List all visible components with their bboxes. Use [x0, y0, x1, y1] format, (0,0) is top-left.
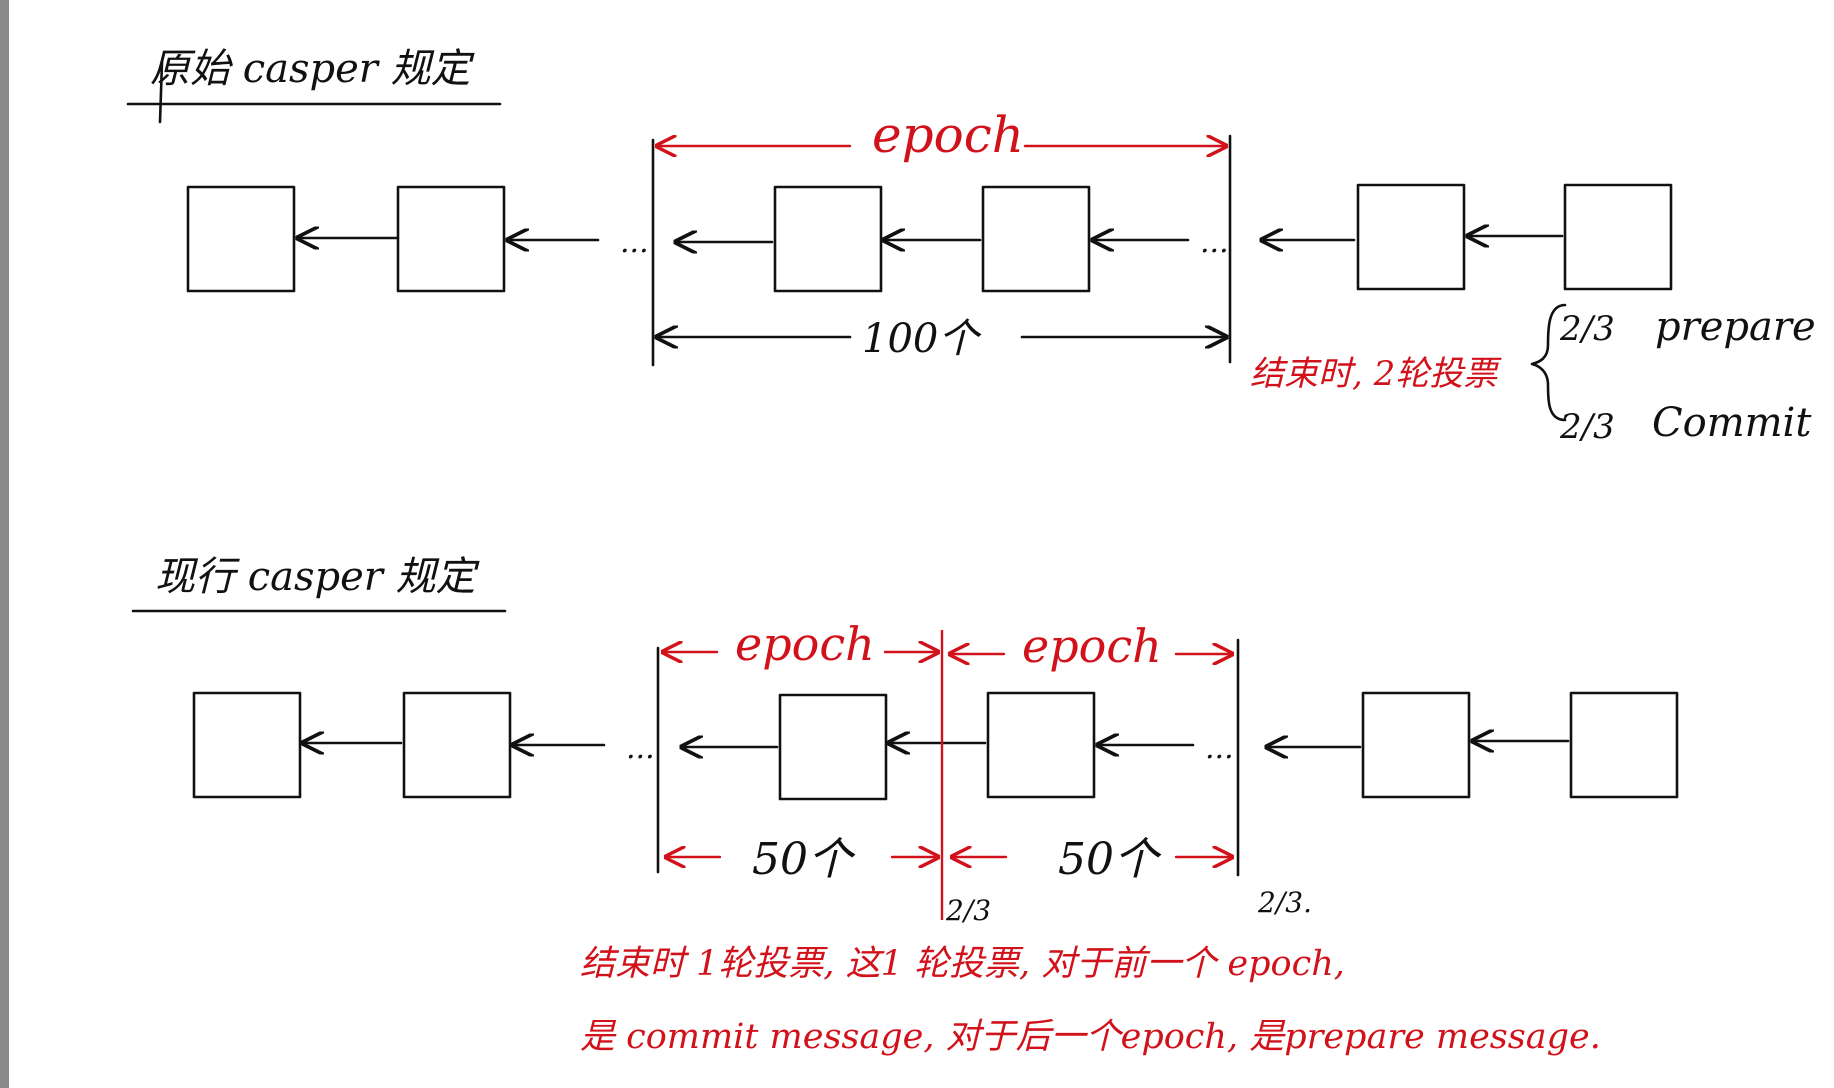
block [186, 185, 296, 293]
threshold-mark: 2/3 [945, 894, 991, 927]
block [1563, 183, 1673, 291]
block [1356, 183, 1466, 291]
chain-ellipsis: ... [626, 731, 655, 766]
current-casper-section: 现行 casper 规定 ... ... epoch epoch [131, 554, 1679, 1057]
block [773, 185, 883, 293]
chain-ellipsis: ... [1200, 225, 1229, 260]
original-title-tick [158, 60, 164, 124]
block [986, 691, 1096, 799]
epoch-label: epoch [735, 617, 875, 671]
span-label: 50个 [752, 834, 856, 885]
original-title: 原始 casper 规定 [150, 46, 475, 92]
vote-fraction: 2/3 [1559, 309, 1615, 349]
epoch-label: epoch [1022, 619, 1162, 673]
span-label: 50个 [1058, 834, 1162, 885]
block [402, 691, 512, 799]
chain-ellipsis: ... [1205, 731, 1234, 766]
original-casper-section: 原始 casper 规定 ... ... epoch 100个 结 [126, 46, 1816, 447]
block [778, 693, 888, 801]
vote-phase-label: Commit [1652, 400, 1812, 446]
vote-rounds-label: 结束时, 2轮投票 [1250, 354, 1502, 394]
vote-brace [1530, 303, 1567, 422]
vote-phase-label: prepare [1655, 304, 1816, 350]
span-label: 100个 [862, 316, 982, 362]
threshold-mark: 2/3. [1257, 886, 1312, 919]
block [192, 691, 302, 799]
block [1361, 691, 1471, 799]
note-line: 是 commit message, 对于后一个epoch, 是prepare m… [580, 1017, 1601, 1057]
block [1569, 691, 1679, 799]
chain-ellipsis: ... [620, 225, 649, 260]
block [396, 185, 506, 293]
note-line: 结束时 1轮投票, 这1 轮投票, 对于前一个 epoch, [580, 944, 1345, 984]
vote-fraction: 2/3 [1559, 407, 1615, 447]
epoch-label: epoch [872, 106, 1024, 164]
current-title: 现行 casper 规定 [155, 554, 480, 600]
block [981, 185, 1091, 293]
page-edge-bar [0, 0, 9, 1088]
